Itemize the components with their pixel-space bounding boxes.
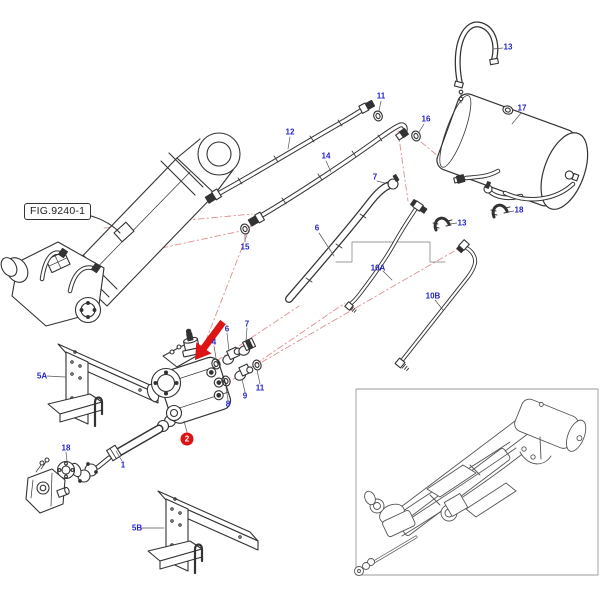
callout-1-22[interactable]: 1 <box>120 460 126 470</box>
tube-10b <box>394 239 478 372</box>
hose-14 <box>247 122 410 227</box>
bracket-5a <box>47 343 159 428</box>
inset-assembled-view <box>354 388 599 576</box>
pump-assembly <box>146 343 232 424</box>
callout-12-0[interactable]: 12 <box>285 127 295 137</box>
bracket-5b <box>146 489 260 575</box>
callout-13-3[interactable]: 13 <box>503 42 513 52</box>
callout-11-1[interactable]: 11 <box>376 91 386 101</box>
pump-fittings-group <box>211 337 262 387</box>
callout-11-19[interactable]: 11 <box>255 383 265 393</box>
callout-18-11[interactable]: 18 <box>514 205 524 215</box>
callout-5b-23[interactable]: 5B <box>131 523 143 533</box>
hose-6 <box>285 181 394 303</box>
callout-8-17[interactable]: 8 <box>225 399 231 409</box>
air-tank <box>436 93 589 210</box>
callout-5a-13[interactable]: 5A <box>36 371 48 381</box>
callout-4-14[interactable]: 4 <box>211 337 217 347</box>
callout-17-4[interactable]: 17 <box>517 103 527 113</box>
callout-18-21[interactable]: 18 <box>61 443 71 453</box>
valve-fitting <box>182 328 204 358</box>
strap-clamp-13 <box>453 21 500 104</box>
callout-2-20[interactable]: 2 <box>180 432 194 446</box>
u-bolt-13 <box>432 216 453 232</box>
coupling-disc-18 <box>56 460 76 480</box>
callout-16-2[interactable]: 16 <box>421 114 431 124</box>
figure-reference-label[interactable]: FIG.9240-1 <box>24 203 92 220</box>
o-ring-11 <box>373 110 383 122</box>
hose-12 <box>204 99 376 204</box>
u-bolt-18 <box>490 203 511 219</box>
highlight-arrow-icon <box>195 319 226 360</box>
tube-10a <box>344 198 428 313</box>
pto-gearbox <box>25 457 70 514</box>
callout-15-7[interactable]: 15 <box>240 242 250 252</box>
callout-14-5[interactable]: 14 <box>321 151 331 161</box>
callout-13-10[interactable]: 13 <box>457 218 467 228</box>
callout-leader-lines <box>46 47 522 529</box>
routing-step-line <box>335 241 446 263</box>
callout-7-6[interactable]: 7 <box>372 172 378 182</box>
callout-6-15[interactable]: 6 <box>224 324 230 334</box>
drive-shaft <box>70 414 177 483</box>
axle-beam <box>68 132 241 307</box>
callout-9-18[interactable]: 9 <box>242 391 248 401</box>
assembly-reference-lines <box>95 130 464 388</box>
callout-10a-9[interactable]: 10A <box>370 263 386 273</box>
callout-6-8[interactable]: 6 <box>314 223 320 233</box>
o-ring-15 <box>240 223 250 235</box>
callout-10b-12[interactable]: 10B <box>425 291 441 301</box>
callout-7-16[interactable]: 7 <box>244 319 250 329</box>
differential-housing <box>0 241 105 327</box>
clamp-7 <box>387 174 400 190</box>
o-ring-16 <box>411 130 421 142</box>
